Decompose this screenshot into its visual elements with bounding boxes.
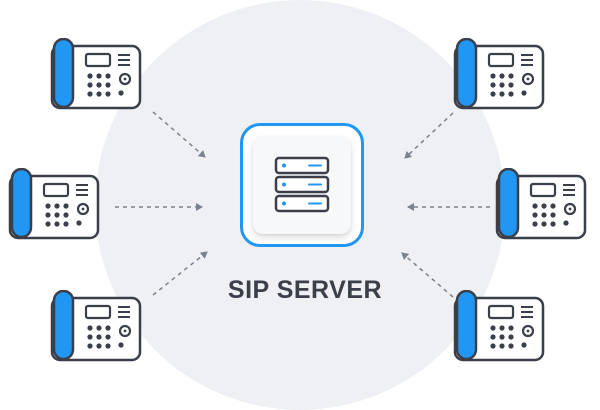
desk-phone-icon [495,167,587,240]
server-tile [253,136,351,234]
phone-top-right [453,37,545,110]
connection-arrows [115,111,490,298]
phone-middle-left [8,167,100,240]
desk-phone-icon [8,167,100,240]
desk-phone-icon [453,289,545,362]
arrow-top-right [404,112,454,159]
server-label: SIP SERVER [227,276,383,304]
phone-bottom-right [453,289,545,362]
desk-phone-icon [50,289,142,362]
arrow-top-left [152,111,206,158]
phone-top-left [50,37,142,110]
server-rack-icon [274,156,330,213]
desk-phone-icon [50,37,142,110]
desk-phone-icon [453,37,545,110]
arrow-bottom-left [152,251,208,296]
phone-middle-right [495,167,587,240]
sip-server [240,123,370,253]
phone-bottom-left [50,289,142,362]
arrow-bottom-right [401,252,454,298]
sip-diagram: SIP SERVER [8,0,587,410]
